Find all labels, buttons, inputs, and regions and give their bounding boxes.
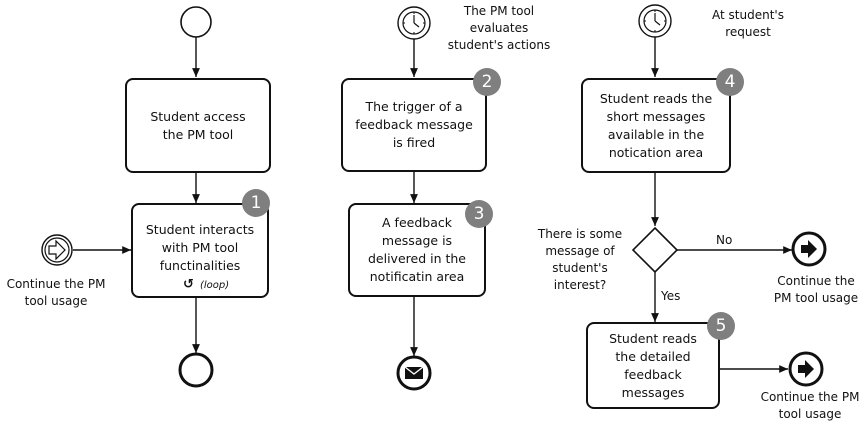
continue-no-label: Continue the PM tool usage	[773, 274, 859, 305]
link-catch-label: Continue the PM tool usage	[6, 277, 106, 308]
task-read-short: Student reads the short messages availab…	[581, 78, 731, 173]
timer2-label: At student's request	[712, 8, 784, 39]
task-student-interacts: Student interacts with PM tool functinal…	[131, 203, 269, 298]
clock-icon	[413, 15, 420, 28]
task-student-access-label: Student access the PM tool	[150, 108, 246, 142]
exclusive-gateway	[631, 226, 679, 274]
task-feedback-delivered-label: A feedback message is delivered in the n…	[367, 215, 466, 284]
gateway-yes-label: Yes	[661, 289, 681, 303]
link-arrow-icon	[801, 240, 817, 258]
gateway-no-label: No	[716, 233, 733, 247]
link-catch-event	[41, 234, 73, 266]
timer-start-event-1	[397, 6, 431, 40]
link-arrow-icon	[798, 360, 814, 378]
timer1-label: The PM tool evaluates student's actions	[447, 4, 551, 52]
end-event	[178, 352, 214, 388]
task-trigger-fired-label: The trigger of a feedback message is fir…	[355, 99, 473, 150]
timer-start-event-2	[638, 4, 672, 38]
task-student-access: Student access the PM tool	[125, 78, 271, 173]
start-event	[180, 6, 212, 38]
link-arrow-icon	[48, 239, 66, 261]
message-end-event	[396, 355, 432, 391]
badge-4: 4	[716, 68, 744, 96]
link-throw-event-no	[791, 231, 827, 267]
link-throw-event-end	[788, 351, 824, 387]
badge-2: 2	[473, 68, 501, 96]
clock-icon	[654, 13, 661, 26]
loop-marker-label: (loop)	[200, 280, 230, 291]
task-read-detailed: Student reads the detailed feedback mess…	[586, 322, 720, 409]
badge-1: 1	[242, 189, 270, 217]
gateway-question-label: There is some message of student's inter…	[537, 227, 623, 292]
task-read-short-label: Student reads the short messages availab…	[599, 90, 713, 160]
task-read-detailed-label: Student reads the detailed feedback mess…	[609, 330, 697, 400]
task-student-interacts-label: Student interacts with PM tool functinal…	[145, 222, 255, 273]
badge-3: 3	[465, 200, 493, 228]
continue-end-label: Continue the PM tool usage	[760, 390, 860, 421]
task-feedback-delivered: A feedback message is delivered in the n…	[348, 203, 486, 297]
task-trigger-fired: The trigger of a feedback message is fir…	[341, 78, 487, 172]
loop-icon: ↺	[183, 277, 194, 292]
badge-5: 5	[707, 312, 735, 340]
